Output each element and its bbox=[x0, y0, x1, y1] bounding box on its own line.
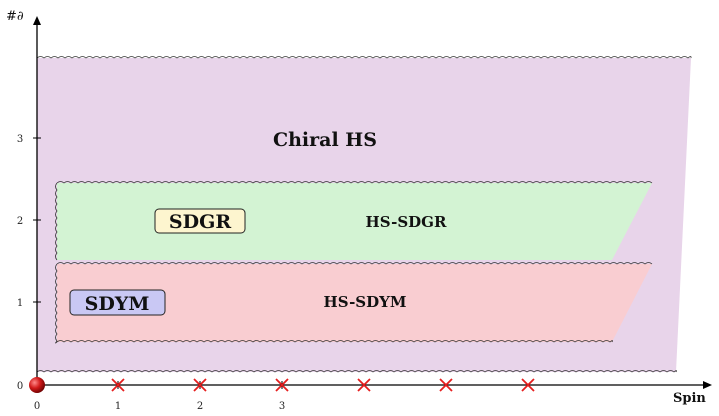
y-tick-label: 1 bbox=[17, 298, 23, 309]
x-axis-arrow-icon bbox=[703, 381, 712, 389]
hs-sdgr-region bbox=[57, 183, 652, 260]
hs-sdym-label: HS-SDYM bbox=[324, 293, 407, 311]
hs-sdym-region bbox=[57, 264, 652, 342]
x-tick-label: 3 bbox=[279, 401, 285, 412]
y-axis-arrow-icon bbox=[33, 16, 41, 25]
hs-sdym-wavy-top bbox=[56, 262, 653, 265]
y-tick-label: 0 bbox=[17, 381, 23, 392]
y-tick-label: 2 bbox=[17, 216, 23, 227]
x-axis-title: Spin bbox=[673, 391, 706, 406]
cross-marker-icon bbox=[193, 378, 207, 392]
chiral-hs-wavy-bottom bbox=[36, 370, 677, 373]
cross-marker-icon bbox=[275, 378, 289, 392]
hs-sdym-wavy-bottom bbox=[56, 340, 613, 343]
y-tick-label: 3 bbox=[17, 134, 23, 145]
spin-crosses bbox=[111, 378, 535, 392]
chiral-hs-label: Chiral HS bbox=[273, 129, 377, 151]
x-tick-label: 2 bbox=[197, 401, 203, 412]
cross-marker-icon bbox=[111, 378, 125, 392]
x-tick-label: 1 bbox=[115, 401, 121, 412]
y-axis-title: #∂ bbox=[6, 9, 24, 24]
chiral-hs-wavy-top bbox=[36, 56, 692, 59]
cross-marker-icon bbox=[439, 378, 453, 392]
origin-ball-icon bbox=[29, 377, 45, 393]
sdym-badge-label: SDYM bbox=[85, 293, 150, 315]
hs-sdgr-wavy-left bbox=[55, 182, 58, 261]
sdgr-badge-label: SDGR bbox=[169, 211, 231, 233]
hs-sdym-wavy-left bbox=[55, 263, 58, 344]
sdgr-badge bbox=[154, 208, 246, 234]
cross-marker-icon bbox=[357, 378, 371, 392]
x-tick-label: 0 bbox=[34, 401, 40, 412]
hs-sdgr-wavy-top bbox=[56, 181, 653, 184]
cross-marker-icon bbox=[521, 378, 535, 392]
sdym-badge bbox=[69, 289, 166, 316]
hs-sdgr-label: HS-SDGR bbox=[366, 213, 447, 231]
